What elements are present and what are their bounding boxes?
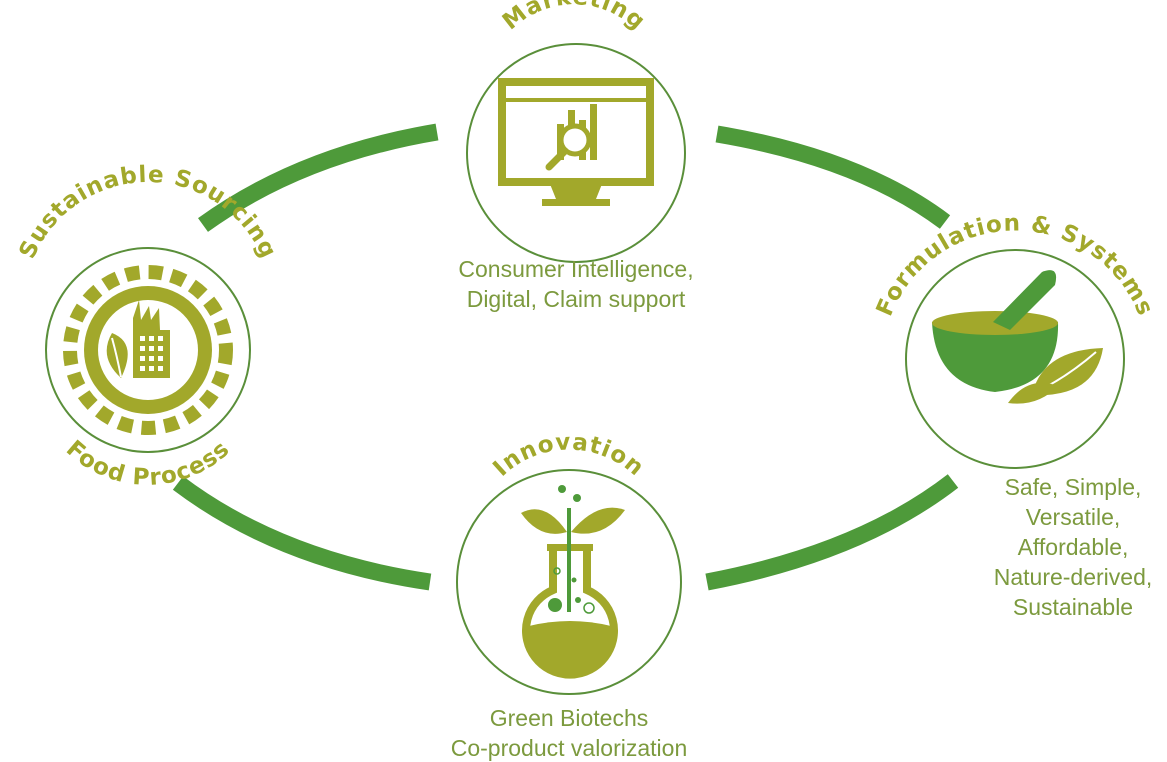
formulation-node: Formulation & Systems bbox=[872, 210, 1157, 469]
formulation-description: Safe, Simple, Versatile, Affordable, Nat… bbox=[975, 472, 1167, 622]
innovation-node: Innovation bbox=[456, 429, 682, 695]
cycle-arcs bbox=[172, 123, 959, 591]
flask-sprout-icon bbox=[521, 485, 625, 679]
mortar-pestle-leaf-icon bbox=[932, 270, 1103, 404]
arc-formulation-to-innovation bbox=[705, 474, 959, 591]
arc-sourcing-to-marketing bbox=[198, 123, 439, 232]
arc-innovation-to-sourcing bbox=[172, 476, 432, 591]
innovation-description-line: Co-product valorization bbox=[450, 735, 688, 761]
gear-factory-leaf-icon bbox=[63, 265, 233, 435]
marketing-node: Marketing bbox=[466, 0, 686, 263]
marketing-description-line: Digital, Claim support bbox=[466, 286, 686, 312]
innovation-description: Green Biotechs Co-product valorization bbox=[410, 703, 728, 762]
marketing-description: Consumer Intelligence, Digital, Claim su… bbox=[426, 254, 726, 314]
marketing-title: Marketing bbox=[498, 0, 650, 35]
sourcing-node: Sustainable Sourcing Food Process bbox=[14, 162, 280, 491]
marketing-description-line: Consumer Intelligence, bbox=[458, 256, 694, 282]
formulation-description-line: Sustainable bbox=[1012, 594, 1134, 620]
arc-marketing-to-formulation bbox=[715, 125, 951, 229]
monitor-analytics-icon bbox=[498, 78, 654, 206]
formulation-description-line: Versatile, bbox=[1025, 504, 1121, 530]
formulation-description-line: Nature-derived, bbox=[993, 564, 1153, 590]
formulation-description-line: Safe, Simple, bbox=[1004, 474, 1142, 500]
formulation-description-line: Affordable, bbox=[1017, 534, 1129, 560]
innovation-description-line: Green Biotechs bbox=[489, 705, 649, 731]
